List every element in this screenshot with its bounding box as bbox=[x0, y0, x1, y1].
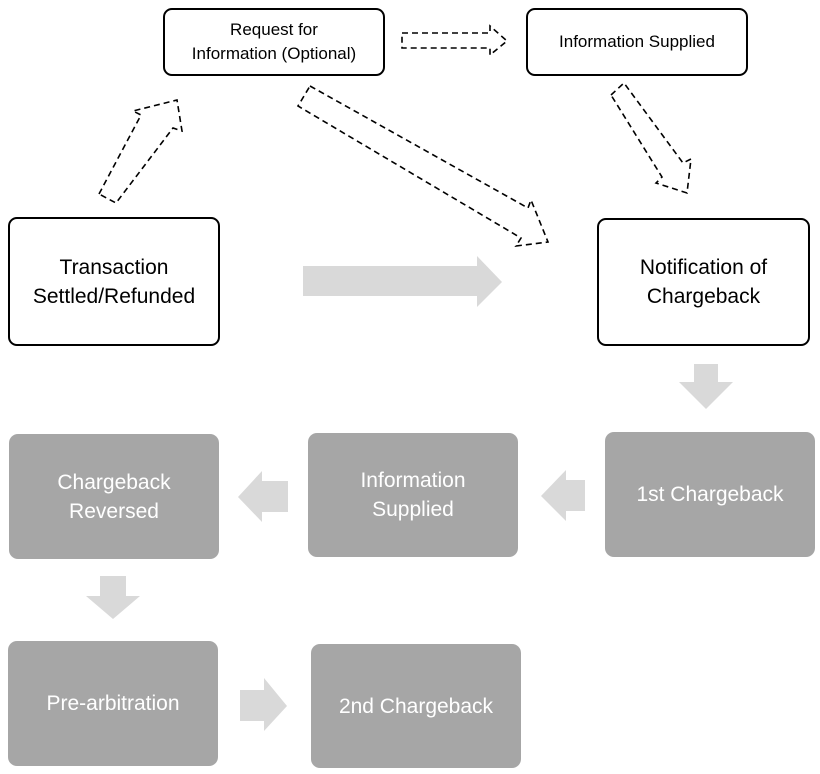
dashed-arrow-transaction-to-request bbox=[97, 99, 184, 205]
node-first-chargeback: 1st Chargeback bbox=[605, 432, 815, 557]
solid-arrow-notification-to-first bbox=[679, 364, 733, 409]
dashed-arrow-request-to-notification bbox=[296, 84, 550, 248]
node-chargeback-reversed: Chargeback Reversed bbox=[9, 434, 219, 559]
solid-arrow-info-to-reversed bbox=[238, 471, 288, 522]
node-notification-of-chargeback: Notification of Chargeback bbox=[597, 218, 810, 346]
node-request-for-information: Request for Information (Optional) bbox=[163, 8, 385, 76]
node-pre-arbitration: Pre-arbitration bbox=[8, 641, 218, 766]
solid-arrow-first-to-info bbox=[541, 470, 585, 521]
node-information-supplied-mid: Information Supplied bbox=[308, 433, 518, 557]
node-second-chargeback: 2nd Chargeback bbox=[311, 644, 521, 768]
solid-arrow-reversed-to-prearb bbox=[86, 576, 140, 619]
node-information-supplied-top: Information Supplied bbox=[526, 8, 748, 76]
dashed-arrow-info-to-notification bbox=[609, 81, 692, 195]
solid-arrow-prearb-to-second bbox=[240, 678, 287, 731]
node-transaction-settled-refunded: Transaction Settled/Refunded bbox=[8, 217, 220, 346]
dashed-arrow-request-to-info bbox=[401, 24, 509, 57]
solid-arrow-transaction-to-notification bbox=[303, 256, 502, 307]
